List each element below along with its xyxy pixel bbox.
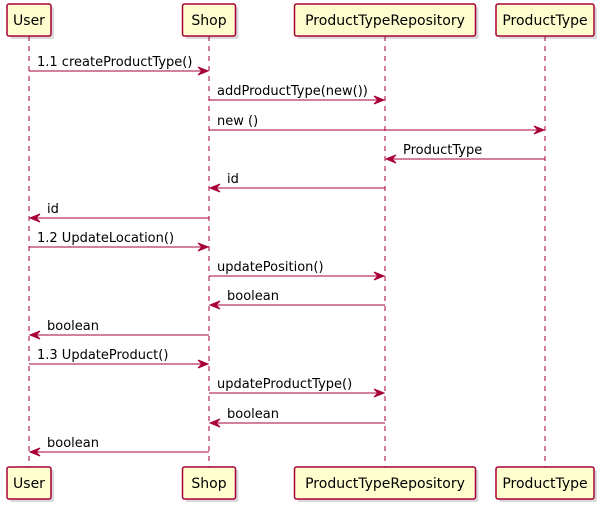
message-1: 1.1 createProductType(): [29, 55, 210, 76]
participant-label: ProductType: [502, 476, 587, 492]
message-label: id: [227, 172, 239, 187]
participant-label: ProductTypeRepository: [305, 476, 465, 492]
arrow-head-icon: [208, 300, 221, 310]
participant-box: [181, 466, 237, 500]
arrow-head-icon: [197, 359, 210, 369]
participant-box: [6, 466, 52, 500]
participant-box: [495, 3, 595, 37]
message-label: addProductType(new()): [217, 84, 368, 99]
message-9: boolean: [208, 289, 385, 310]
message-label: updateProductType(): [217, 377, 352, 392]
message-label: boolean: [47, 319, 99, 334]
arrow-head-icon: [373, 95, 386, 105]
messages: 1.1 createProductType() addProductType(ne…: [28, 55, 546, 457]
participant-box: [293, 466, 477, 500]
lifelines: [28, 36, 546, 467]
message-label: boolean: [227, 407, 279, 422]
arrow-head-icon: [28, 330, 41, 340]
participant-label: Shop: [191, 476, 226, 492]
arrow-head-icon: [373, 388, 386, 398]
message-7: 1.2 UpdateLocation(): [29, 231, 210, 252]
message-label: 1.1 createProductType(): [37, 55, 192, 70]
message-label: id: [47, 202, 59, 217]
message-13: boolean: [208, 407, 385, 428]
participant-user-top: User: [6, 3, 54, 39]
participant-user-bottom: User: [6, 466, 54, 502]
message-3: new (): [209, 114, 546, 135]
participant-shop-top: Shop: [181, 3, 239, 39]
message-label: 1.2 UpdateLocation(): [37, 231, 174, 246]
participant-shop-bottom: Shop: [181, 466, 239, 502]
message-2: addProductType(new()): [209, 84, 386, 105]
message-12: updateProductType(): [209, 377, 386, 398]
arrow-head-icon: [197, 242, 210, 252]
message-label: ProductType: [403, 143, 482, 158]
message-14: boolean: [28, 436, 209, 457]
message-label: boolean: [47, 436, 99, 451]
participant-box: [6, 3, 52, 37]
arrow-head-icon: [28, 213, 41, 223]
arrow-head-icon: [208, 183, 221, 193]
arrow-head-icon: [208, 418, 221, 428]
participant-label: ProductType: [502, 13, 587, 29]
participant-label: User: [13, 13, 45, 29]
participant-label: Shop: [191, 13, 226, 29]
participant-repo-top: ProductTypeRepository: [293, 3, 479, 39]
participant-repo-bottom: ProductTypeRepository: [293, 466, 479, 502]
participant-box: [181, 3, 237, 37]
participant-box: [293, 3, 477, 37]
arrow-head-icon: [28, 447, 41, 457]
participant-ptype-top: ProductType: [495, 3, 597, 39]
message-label: boolean: [227, 289, 279, 304]
message-label: 1.3 UpdateProduct(): [37, 348, 168, 363]
participant-label: User: [13, 476, 45, 492]
message-label: updatePosition(): [217, 260, 324, 275]
message-8: updatePosition(): [209, 260, 386, 281]
participant-label: ProductTypeRepository: [305, 13, 465, 29]
message-11: 1.3 UpdateProduct(): [29, 348, 210, 369]
participant-box: [495, 466, 595, 500]
arrow-head-icon: [197, 66, 210, 76]
participant-ptype-bottom: ProductType: [495, 466, 597, 502]
arrow-head-icon: [533, 125, 546, 135]
arrow-head-icon: [373, 271, 386, 281]
message-6: id: [28, 202, 209, 223]
message-5: id: [208, 172, 385, 193]
participant-heads: UserUserShopShopProductTypeRepositoryPro…: [6, 3, 597, 502]
arrow-head-icon: [384, 154, 397, 164]
message-10: boolean: [28, 319, 209, 340]
message-4: ProductType: [384, 143, 545, 164]
message-label: new (): [217, 114, 258, 129]
